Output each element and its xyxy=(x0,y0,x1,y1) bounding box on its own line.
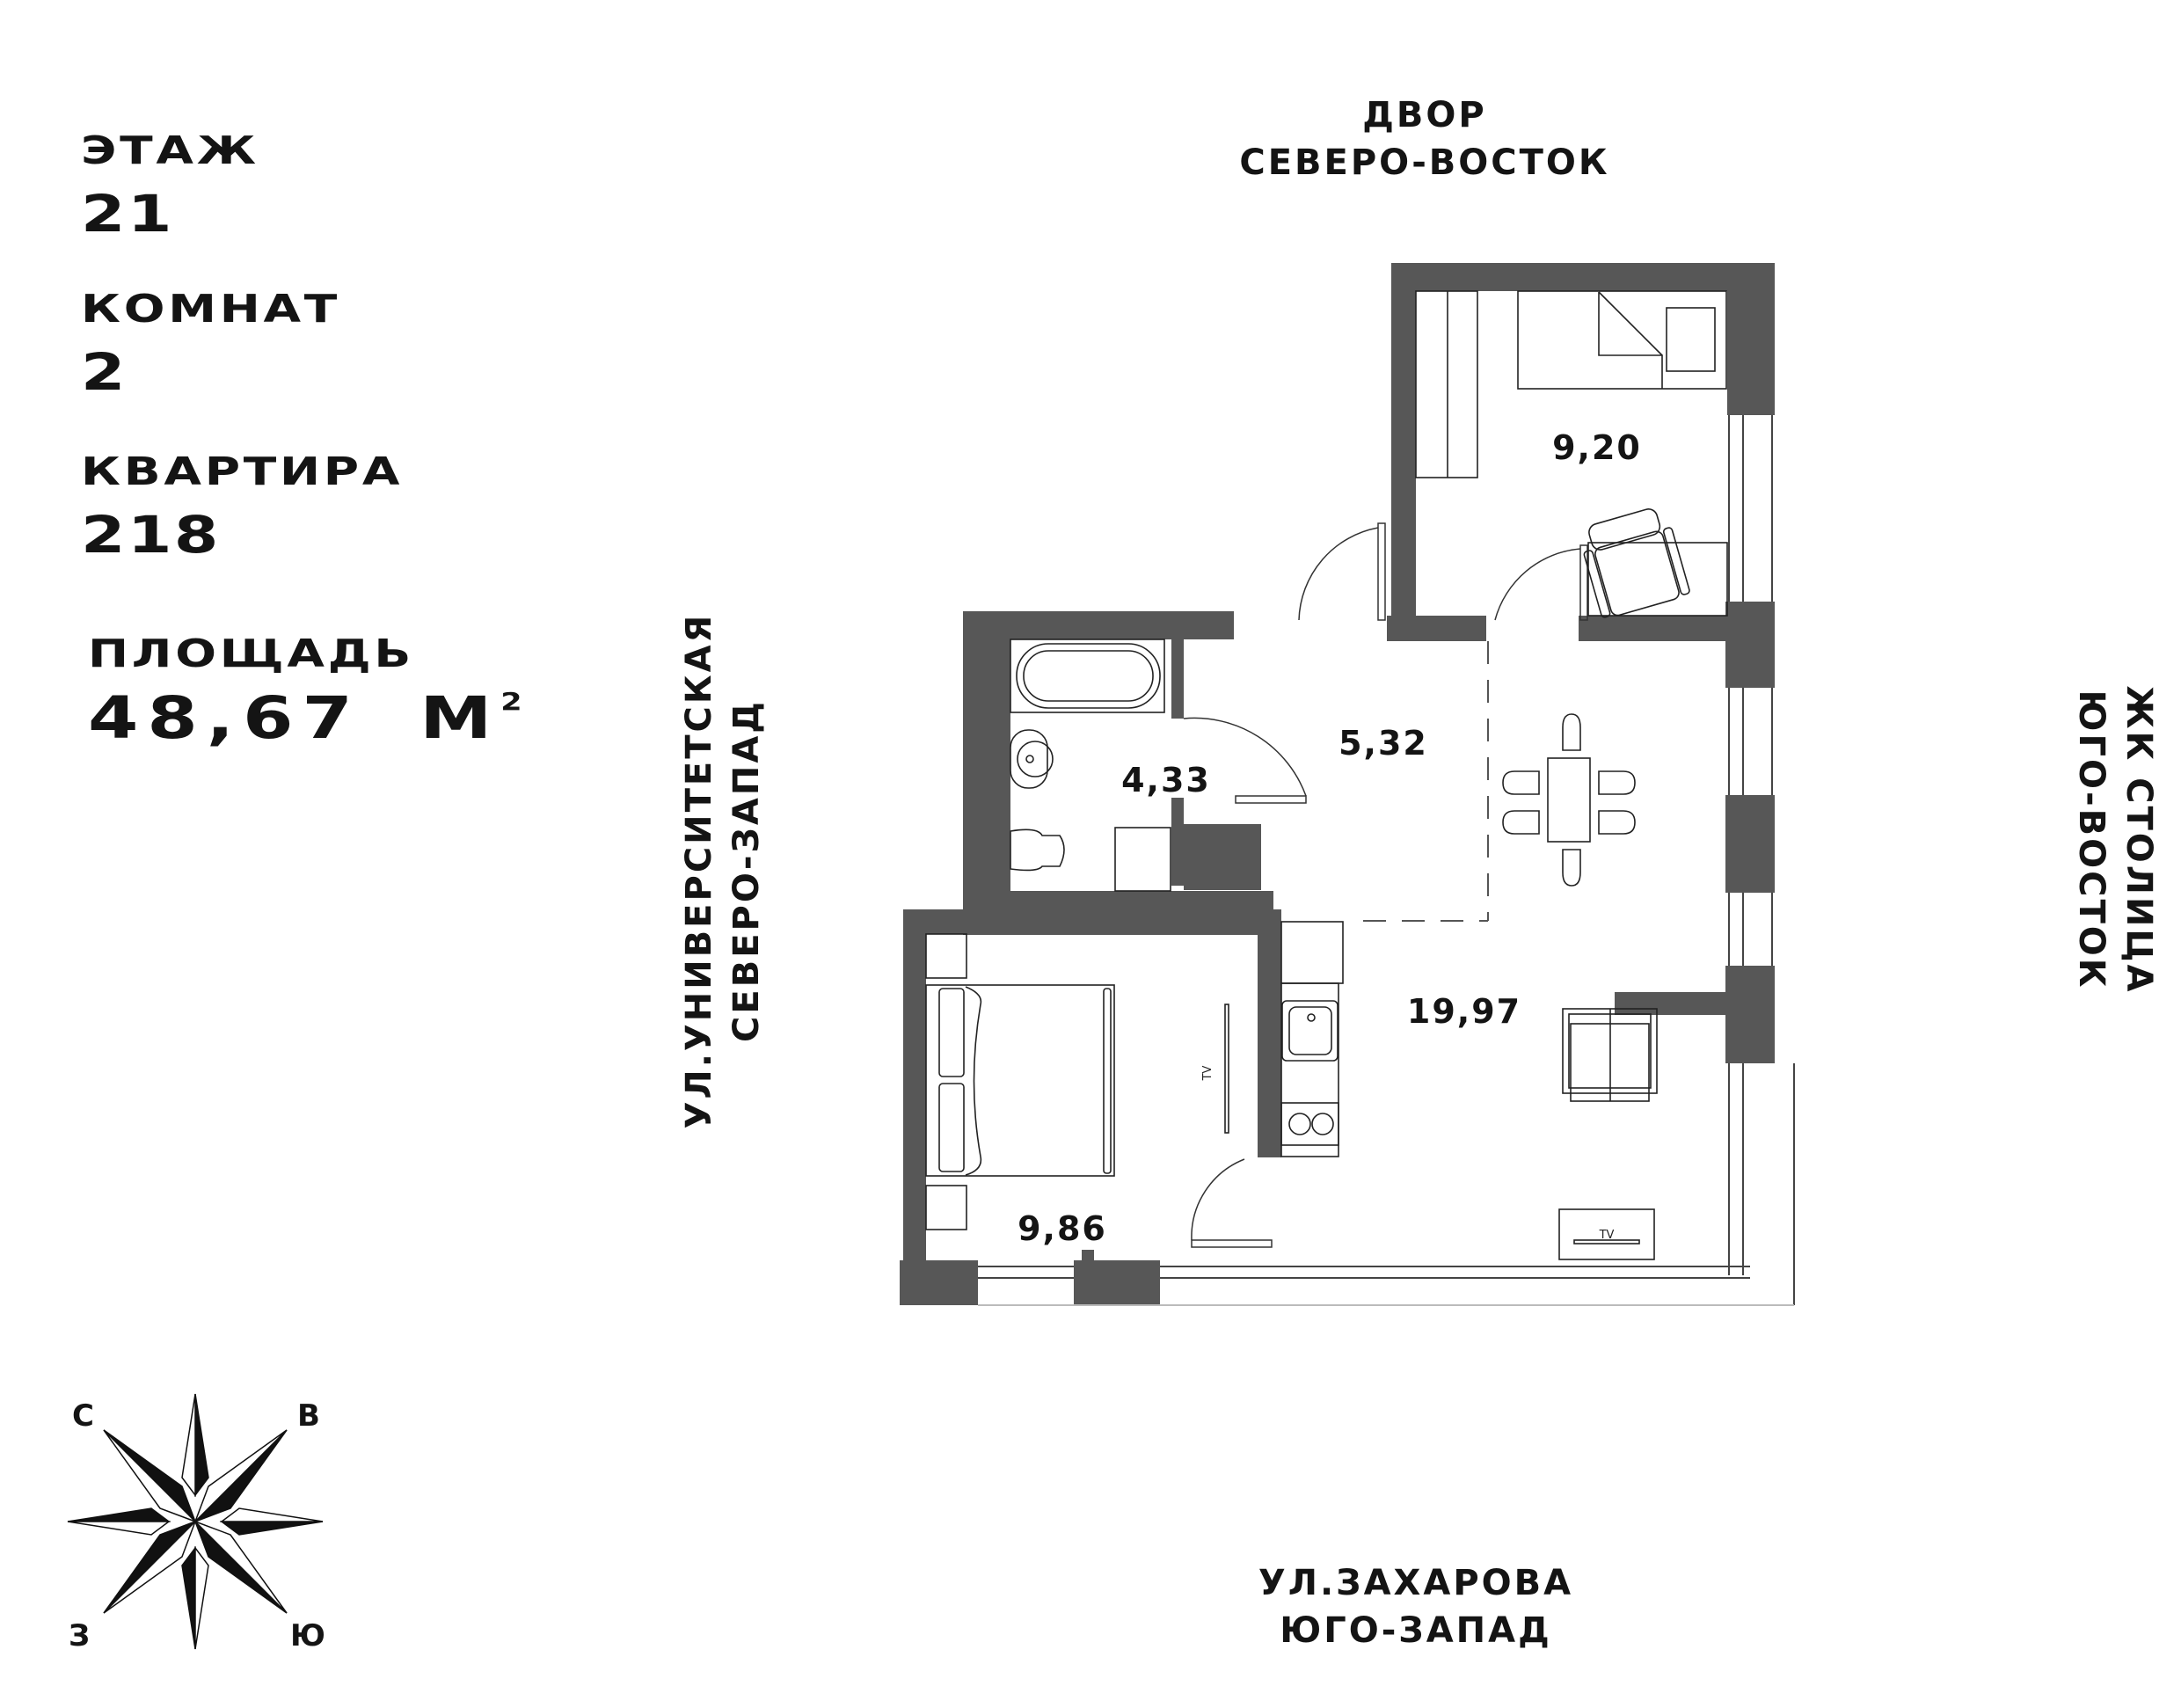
desk xyxy=(1587,542,1728,617)
orientation-bottom-line1: УЛ.ЗАХАРОВА xyxy=(1258,1563,1574,1603)
toilet xyxy=(1010,828,1065,872)
dining-chair xyxy=(1502,810,1540,835)
dining-chair xyxy=(1562,849,1581,887)
compass-south-label: Ю xyxy=(290,1618,325,1653)
orientation-top: ДВОР СЕВЕРО-ВОСТОК xyxy=(1214,91,1636,186)
tv-bedroom xyxy=(1224,1004,1229,1134)
apartment-number-info: КВАРТИРА 218 xyxy=(81,453,399,561)
orientation-top-line2: СЕВЕРО-ВОСТОК xyxy=(1239,142,1610,183)
room-area-bathroom: 4,33 xyxy=(1121,761,1211,799)
area-value: 48,67 xyxy=(88,684,361,752)
apartment-label: КВАРТИРА xyxy=(81,449,404,494)
furniture xyxy=(925,290,1728,1260)
room-area-hallway: 5,32 xyxy=(1339,724,1428,763)
apartment-info: ЭТАЖ 21 xyxy=(81,132,256,240)
room-areas: 9,20 4,33 5,32 19,97 9,86 TV TV xyxy=(1018,428,1642,1248)
single-bed xyxy=(1517,290,1727,390)
room-area-bedroom-small: 9,20 xyxy=(1552,428,1642,467)
orientation-bottom-line2: ЮГО-ЗАПАД xyxy=(1280,1610,1552,1651)
compass-west-label: З xyxy=(69,1618,91,1653)
nightstand-bottom xyxy=(925,1185,967,1230)
bathtub xyxy=(1010,639,1165,713)
walls xyxy=(900,263,1775,1305)
apartment-value: 218 xyxy=(81,505,221,565)
area-info: ПЛОЩАДЬ 48,67 М2 xyxy=(88,635,522,748)
floor-value: 21 xyxy=(81,184,174,244)
rooms-info: КОМНАТ 2 xyxy=(81,290,337,398)
orientation-top-line1: ДВОР xyxy=(1362,95,1487,135)
compass-rose-icon xyxy=(67,1393,324,1650)
dining-table xyxy=(1547,757,1591,843)
bath-sink xyxy=(1010,729,1048,789)
kitchen-sink xyxy=(1281,1000,1339,1062)
stove xyxy=(1280,1102,1339,1146)
tv-label-living: TV xyxy=(1599,1229,1615,1242)
room-area-living-kitchen: 19,97 xyxy=(1407,992,1521,1031)
area-unit: М xyxy=(419,684,501,752)
dining-chair xyxy=(1502,770,1540,795)
area-unit-superscript: 2 xyxy=(500,687,522,716)
orientation-bottom: УЛ.ЗАХАРОВА ЮГО-ЗАПАД xyxy=(1205,1559,1627,1654)
area-value-row: 48,67 М2 xyxy=(88,690,522,748)
dining-chair xyxy=(1598,770,1636,795)
compass-north-label: С xyxy=(72,1398,94,1434)
fridge xyxy=(1280,921,1344,984)
partitions xyxy=(1363,641,1489,922)
room-area-bedroom-large: 9,86 xyxy=(1018,1209,1107,1248)
compass-east-label: В xyxy=(297,1398,320,1434)
double-bed xyxy=(925,984,1115,1177)
kitchen-counter xyxy=(1280,982,1339,1157)
rooms-value: 2 xyxy=(81,342,128,402)
dining-chair xyxy=(1598,810,1636,835)
tv-label-bedroom: TV xyxy=(1201,1065,1215,1081)
rooms-label: КОМНАТ xyxy=(81,287,341,332)
tv-living xyxy=(1573,1239,1640,1245)
doors xyxy=(1183,522,1588,1248)
windows xyxy=(978,415,1795,1306)
wardrobe xyxy=(1415,290,1478,478)
nightstand-top xyxy=(925,933,967,979)
floor-label: ЭТАЖ xyxy=(81,128,259,173)
tv-stand xyxy=(1558,1208,1655,1260)
area-label: ПЛОЩАДЬ xyxy=(88,631,415,676)
washing-machine xyxy=(1114,827,1171,892)
dining-chair xyxy=(1562,713,1581,751)
